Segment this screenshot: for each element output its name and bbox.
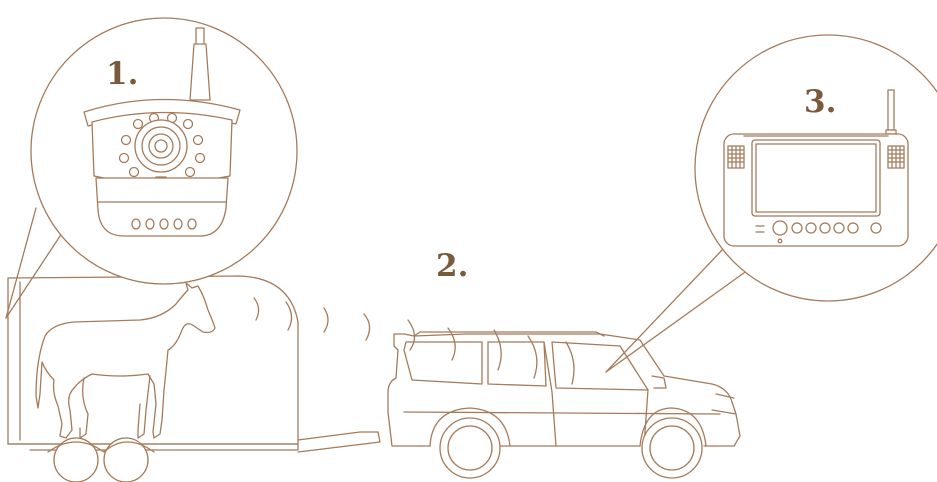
monitor-step-label: 3. [804, 84, 836, 120]
suv-wheel-front [640, 408, 706, 478]
horse-icon [36, 283, 215, 438]
suv-wheel-rear [430, 408, 510, 478]
monitor-callout: 3. [606, 35, 937, 372]
camera-callout: 1. [6, 18, 297, 318]
camera-step-label: 1. [106, 56, 138, 92]
wireless-signal-icon [254, 298, 574, 384]
suv-icon [388, 332, 740, 478]
transmission-step-label: 2. [436, 248, 468, 284]
